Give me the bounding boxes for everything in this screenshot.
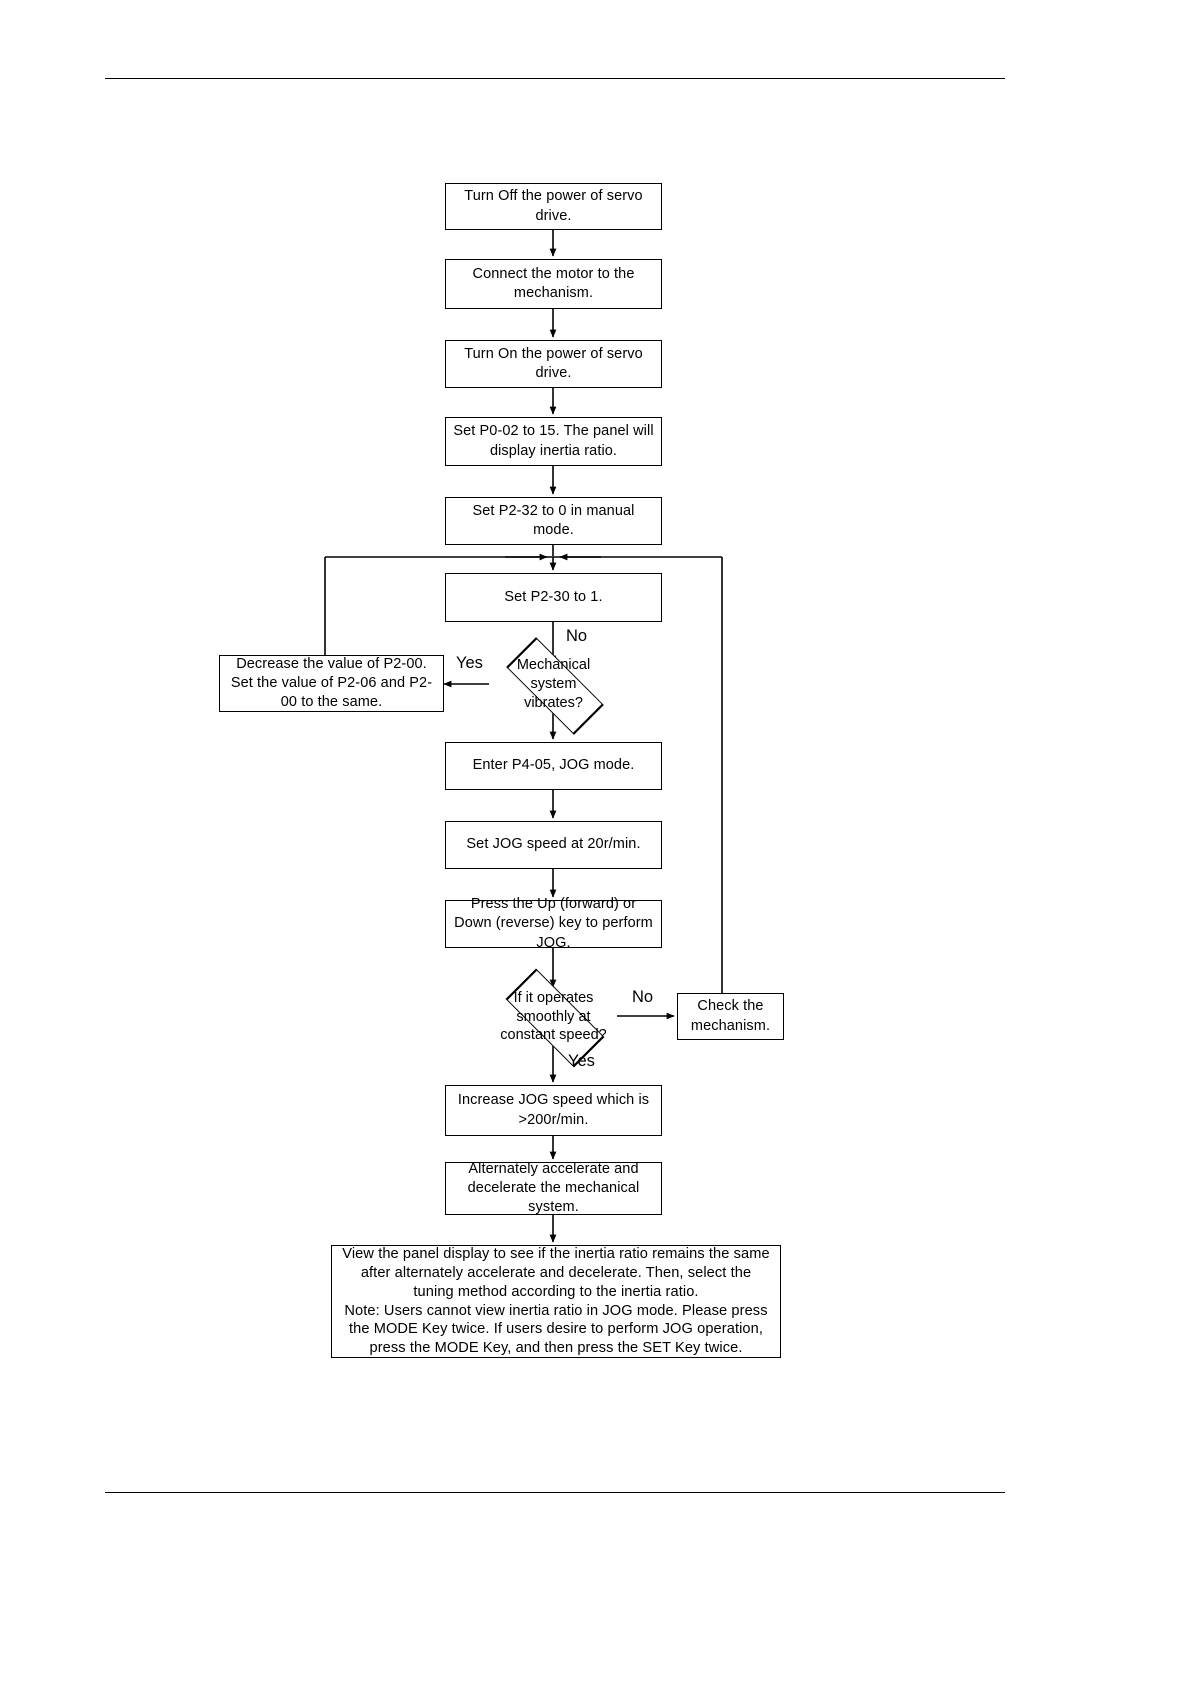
flow-node-label: Enter P4-05, JOG mode. (472, 757, 635, 774)
header-rule (105, 78, 1005, 79)
flow-node-label: Alternately accelerate and decelerate th… (467, 1160, 640, 1216)
edge-label-vibrates-yes: Yes (456, 654, 483, 672)
flow-node-label: Connect the motor to the mechanism. (472, 265, 635, 301)
flow-decision-mechanical-vibrates: Mechanical system vibrates? (489, 636, 618, 735)
flow-node-label: View the panel display to see if the ine… (342, 1245, 770, 1357)
flow-node-check-mechanism: Check the mechanism. (677, 993, 784, 1040)
flow-node-decrease-p2-00: Decrease the value of P2-00. Set the val… (219, 655, 444, 712)
flow-node-view-panel-note: View the panel display to see if the ine… (331, 1245, 781, 1358)
edge-label-vibrates-no: No (566, 627, 588, 645)
flow-node-label: Set JOG speed at 20r/min. (466, 836, 641, 853)
flow-node-increase-jog-speed: Increase JOG speed which is >200r/min. (445, 1085, 662, 1136)
flow-node-label: Turn Off the power of servo drive. (464, 188, 643, 224)
flow-node-set-p2-30: Set P2-30 to 1. (445, 573, 662, 622)
flow-node-label: Press the Up (forward) or Down (reverse)… (454, 896, 653, 951)
footer-rule (105, 1492, 1005, 1493)
flow-node-label: Set P0-02 to 15. The panel will display … (453, 423, 654, 459)
edge-label-smooth-no: No (632, 988, 654, 1006)
flow-node-set-p0-02: Set P0-02 to 15. The panel will display … (445, 417, 662, 466)
flow-node-set-jog-speed-20: Set JOG speed at 20r/min. (445, 821, 662, 869)
flow-node-connect-motor: Connect the motor to the mechanism. (445, 259, 662, 309)
flow-decision-label: Mechanical system vibrates? (516, 657, 591, 711)
flow-node-label: Check the mechanism. (690, 998, 771, 1034)
flow-node-label: Set P2-30 to 1. (504, 588, 603, 605)
flow-node-label: Decrease the value of P2-00. Set the val… (230, 655, 433, 711)
flow-node-enter-p4-05: Enter P4-05, JOG mode. (445, 742, 662, 790)
flow-node-label: Increase JOG speed which is >200r/min. (457, 1092, 650, 1128)
flow-node-press-up-down-key: Press the Up (forward) or Down (reverse)… (445, 896, 662, 951)
flow-decision-operates-smoothly: If it operates smoothly at constant spee… (489, 968, 618, 1068)
flow-node-set-p2-32: Set P2-32 to 0 in manual mode. (445, 497, 662, 545)
flow-node-alternately-accel-decel: Alternately accelerate and decelerate th… (445, 1160, 662, 1216)
flow-node-label: Set P2-32 to 0 in manual mode. (472, 502, 635, 538)
flow-decision-label: If it operates smoothly at constant spee… (500, 989, 607, 1044)
flow-node-turn-on-power: Turn On the power of servo drive. (445, 340, 662, 388)
flow-node-turn-off-power: Turn Off the power of servo drive. (445, 183, 662, 230)
edge-label-smooth-yes: Yes (568, 1052, 595, 1070)
flow-node-label: Turn On the power of servo drive. (464, 345, 643, 381)
